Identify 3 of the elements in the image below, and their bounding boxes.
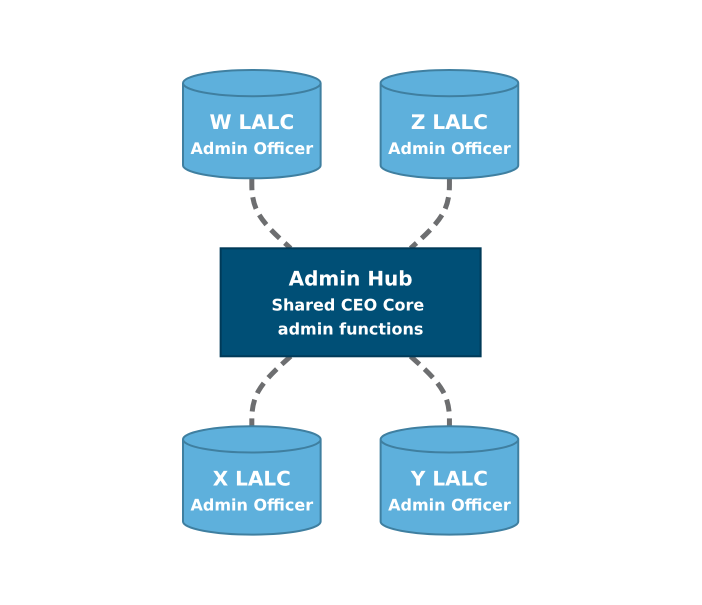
connector	[250, 178, 293, 250]
connector	[409, 178, 452, 250]
node-box: Admin Hub Shared CEO Core admin functions	[220, 248, 482, 358]
